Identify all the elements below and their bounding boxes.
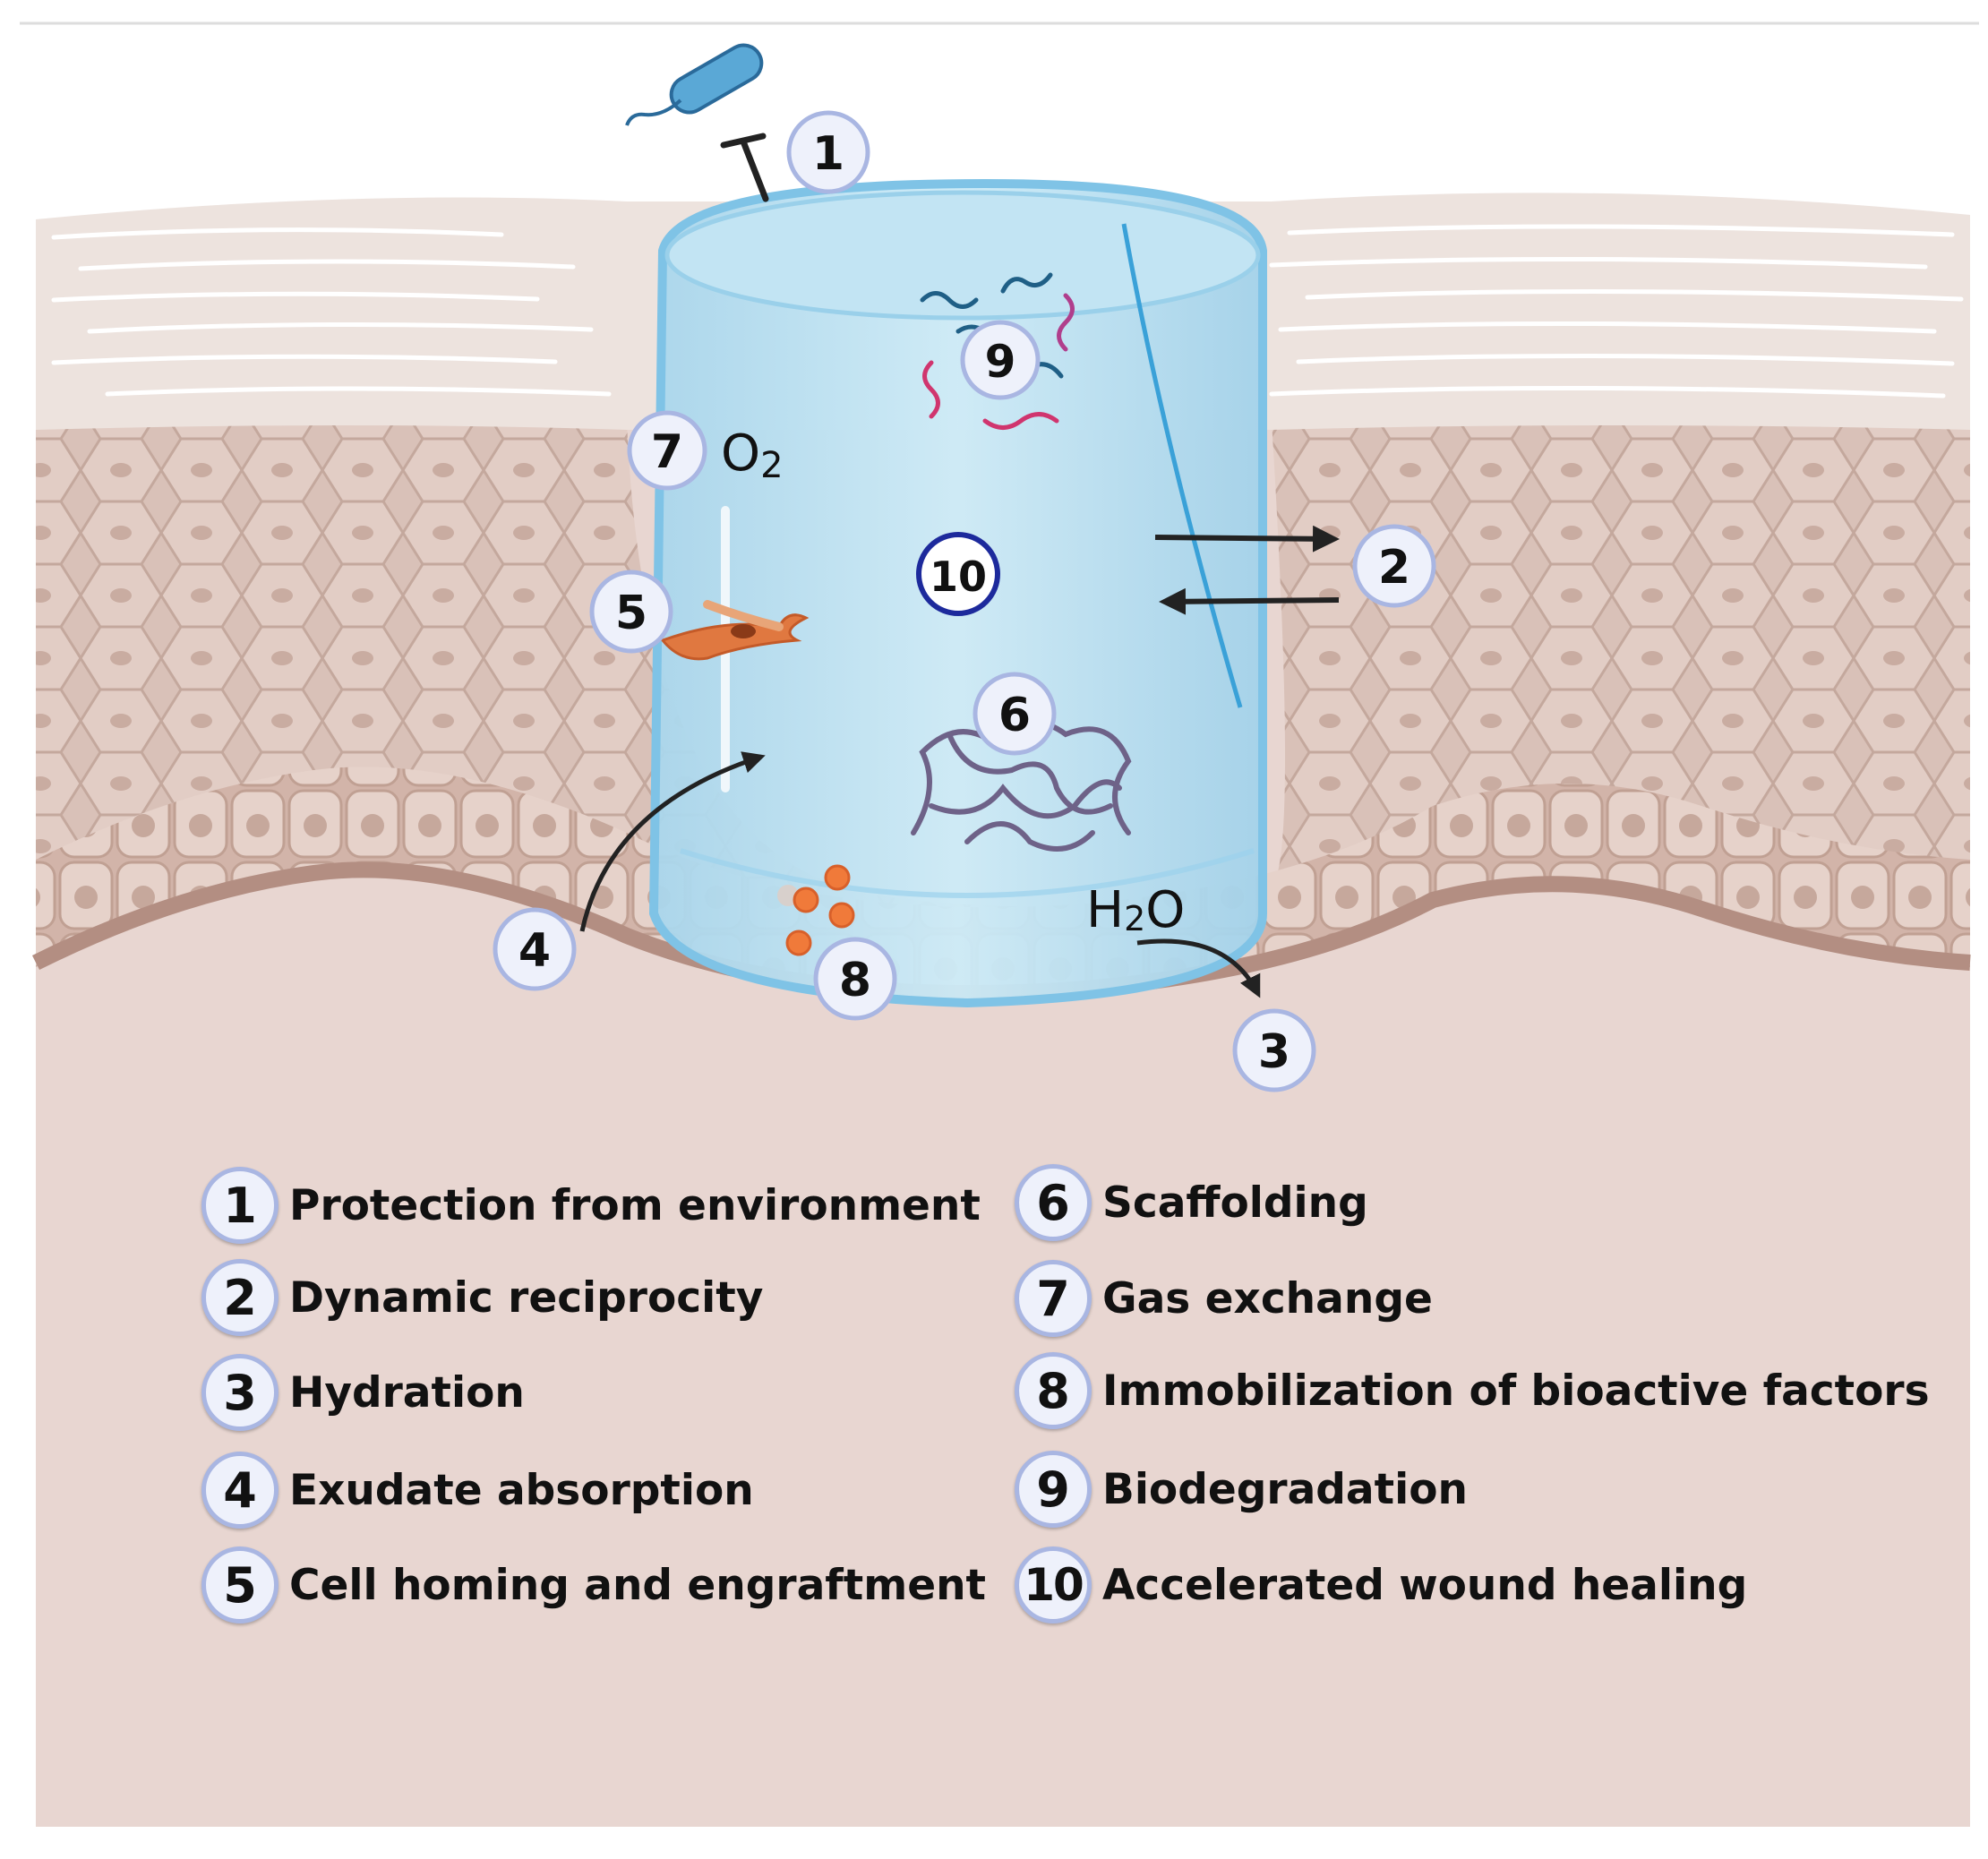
bioactive-particles-icon: [777, 864, 855, 956]
legend-badge: 6: [1015, 1164, 1092, 1241]
legend-item-10: 10 Accelerated wound healing: [1015, 1546, 1747, 1623]
legend-label: Scaffolding: [1102, 1178, 1368, 1228]
svg-text:5: 5: [615, 587, 647, 640]
svg-text:1: 1: [812, 127, 844, 181]
absorption-arrow: [579, 751, 766, 932]
marker-4: 4: [493, 907, 577, 991]
legend-label: Dynamic reciprocity: [289, 1272, 764, 1323]
svg-text:3: 3: [1258, 1025, 1290, 1079]
bacterium-icon: [625, 43, 764, 126]
corneum-lines: [51, 224, 1964, 398]
legend-item-1: 1 Protection from environment: [201, 1167, 981, 1244]
legend-item-3: 3 Hydration: [201, 1354, 525, 1431]
legend-item-2: 2 Dynamic reciprocity: [201, 1259, 763, 1336]
marker-9: 9: [960, 320, 1041, 400]
oxygen-label: O2: [721, 424, 784, 486]
marker-8: 8: [813, 937, 897, 1021]
marker-6: 6: [973, 672, 1057, 756]
legend-label: Protection from environment: [289, 1180, 981, 1230]
legend-item-7: 7 Gas exchange: [1015, 1260, 1433, 1337]
hydration-arrow: [1136, 938, 1261, 998]
svg-text:8: 8: [839, 954, 871, 1007]
svg-text:2: 2: [1378, 541, 1410, 595]
fibroblast-cell-icon: [660, 600, 810, 661]
legend-badge: 4: [201, 1452, 278, 1529]
legend-label: Accelerated wound healing: [1102, 1560, 1748, 1610]
legend-item-8: 8 Immobilization of bioactive factors: [1015, 1352, 1930, 1429]
legend-badge: 1: [201, 1167, 278, 1244]
legend-item-6: 6 Scaffolding: [1015, 1164, 1368, 1241]
legend-item-5: 5 Cell homing and engraftment: [201, 1546, 986, 1623]
marker-2: 2: [1352, 524, 1436, 608]
legend-badge: 3: [201, 1354, 278, 1431]
legend-label: Biodegradation: [1102, 1464, 1468, 1514]
gel-crack: [1121, 223, 1243, 708]
legend-badge: 7: [1015, 1260, 1092, 1337]
legend-label: Gas exchange: [1102, 1273, 1433, 1324]
svg-text:4: 4: [518, 924, 551, 978]
marker-1: 1: [786, 110, 870, 194]
legend-badge: 8: [1015, 1352, 1092, 1429]
legend-badge: 9: [1015, 1451, 1092, 1528]
svg-text:6: 6: [998, 689, 1031, 742]
legend-item-9: 9 Biodegradation: [1015, 1451, 1468, 1528]
svg-text:10: 10: [930, 553, 987, 601]
inflow-arrow: [1159, 587, 1340, 615]
legend-label: Exudate absorption: [289, 1465, 754, 1515]
legend-badge: 2: [201, 1259, 278, 1336]
outflow-arrow: [1154, 525, 1340, 553]
legend-label: Hydration: [289, 1367, 525, 1418]
legend-label: Immobilization of bioactive factors: [1102, 1366, 1930, 1416]
basal-layer: [36, 767, 1970, 989]
hydrogel-top: [664, 190, 1261, 321]
marker-7: 7: [627, 410, 707, 491]
legend-item-4: 4 Exudate absorption: [201, 1452, 754, 1529]
marker-5: 5: [589, 570, 673, 654]
marker-10: 10: [916, 532, 1000, 616]
svg-text:9: 9: [985, 336, 1016, 388]
marker-3: 3: [1232, 1008, 1316, 1092]
svg-text:7: 7: [651, 425, 683, 479]
legend-badge: 10: [1015, 1546, 1092, 1623]
legend-label: Cell homing and engraftment: [289, 1560, 987, 1610]
legend-badge: 5: [201, 1546, 278, 1623]
inhibition-bar-icon: [720, 133, 769, 202]
water-label: H2O: [1086, 881, 1185, 939]
